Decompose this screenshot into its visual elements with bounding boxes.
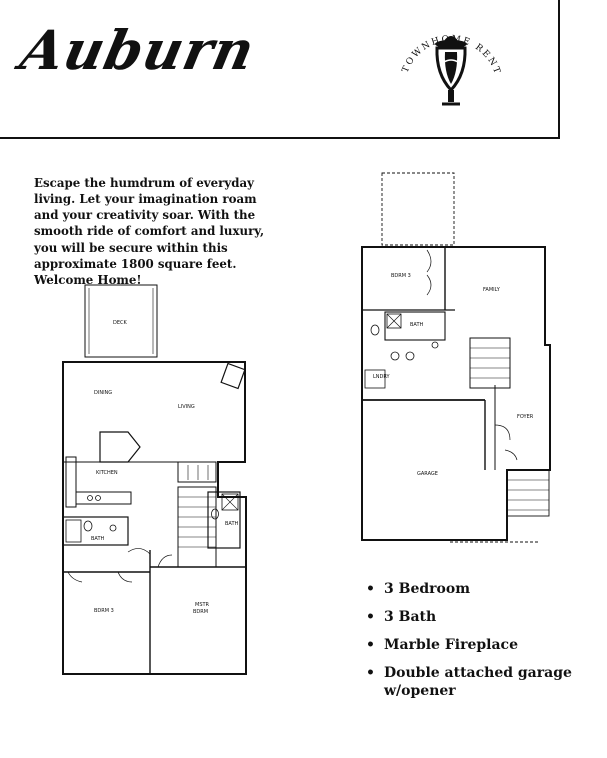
feature-item: 3 Bedroom xyxy=(366,580,586,598)
feature-item: 3 Bath xyxy=(366,608,586,626)
upper-floor-plan: DECK DINING LIVING KITCHEN BATH BATH BDR… xyxy=(58,282,253,681)
feature-item: Double attached garage w/opener xyxy=(366,664,586,700)
header-divider-vertical xyxy=(558,0,560,139)
patio-outline xyxy=(381,172,455,246)
upper-outline xyxy=(62,361,247,675)
intro-paragraph: Escape the humdrum of everyday living. L… xyxy=(34,175,265,288)
bedroom3-label: BDRM 3 xyxy=(94,608,114,614)
dining-label: DINING xyxy=(94,390,112,396)
garage-label: GARAGE xyxy=(417,471,438,477)
foyer-label: FOYER xyxy=(517,414,534,420)
living-label: LIVING xyxy=(178,404,195,410)
master-label: MSTR xyxy=(195,602,210,608)
feature-list: 3 Bedroom 3 Bath Marble Fireplace Double… xyxy=(366,580,586,710)
townhome-rental-logo: TOWNHOME RENTAL xyxy=(392,8,500,106)
deck-label: DECK xyxy=(113,320,128,326)
lower-outline xyxy=(361,246,551,541)
feature-item: Marble Fireplace xyxy=(366,636,586,654)
bath-label: BATH xyxy=(91,536,105,542)
page-title: Auburn xyxy=(15,18,261,82)
lower-bedroom-label: BDRM 3 xyxy=(391,273,411,279)
master-label-2: BDRM xyxy=(193,609,208,615)
header-divider xyxy=(0,137,560,139)
page-header: Auburn TOWNHOME RENTAL xyxy=(0,0,607,139)
laundry-label: LNDRY xyxy=(373,374,391,380)
bath2-label: BATH xyxy=(225,521,239,527)
kitchen-label: KITCHEN xyxy=(96,470,118,476)
lower-bath-label: BATH xyxy=(410,322,424,328)
lower-floor-plan: BDRM 3 FAMILY BATH LNDRY FOYER GARAGE xyxy=(355,170,555,554)
family-label: FAMILY xyxy=(483,287,501,293)
lantern-icon xyxy=(435,36,467,106)
deck-outline xyxy=(84,284,158,358)
